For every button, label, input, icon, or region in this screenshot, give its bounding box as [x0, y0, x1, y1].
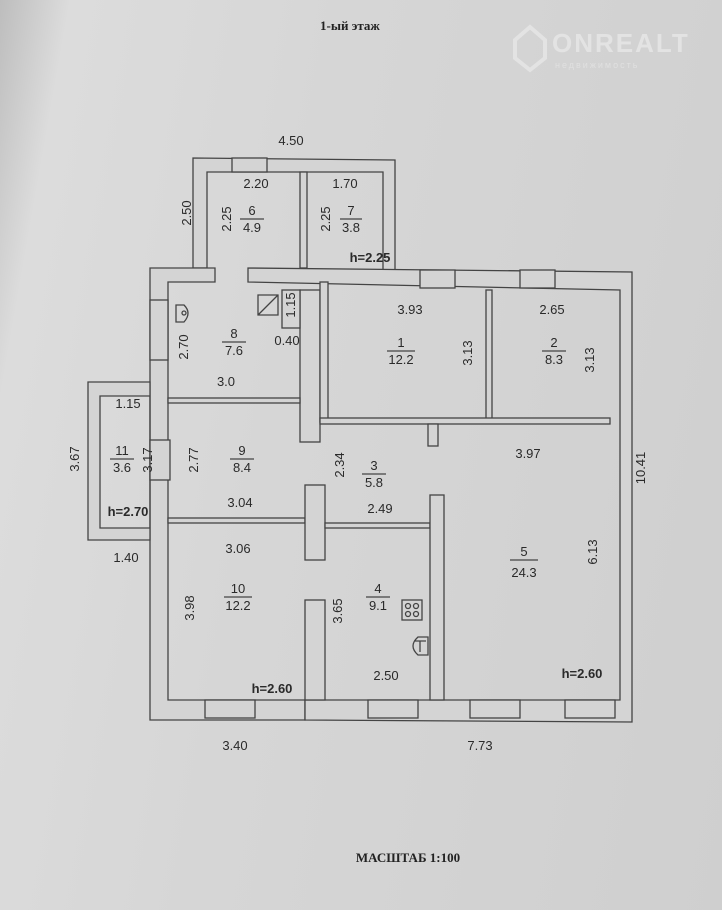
room-1: 112.2	[387, 335, 415, 367]
rooms-7-num: 8	[230, 326, 237, 341]
room-10: 10 12.2	[224, 581, 252, 613]
window	[564, 699, 616, 719]
dimensions-r2_h: 3.13	[582, 347, 597, 372]
dimensions-bottom_left: 3.40	[222, 738, 247, 753]
rooms-0-num: 1	[397, 335, 404, 350]
dimensions-r8_duct_h: 1.15	[283, 292, 298, 317]
window	[469, 699, 521, 719]
rooms-8-num: 9	[238, 443, 245, 458]
rooms-6-num: 7	[347, 203, 354, 218]
room-7: 73.8	[340, 203, 362, 235]
room-8: 87.6	[222, 326, 246, 358]
dimensions-r11_outer_w: 1.40	[113, 550, 138, 565]
watermark-text: ONREALT	[552, 28, 690, 58]
sink-icon	[412, 636, 429, 656]
rooms-9-num: 10	[231, 581, 245, 596]
rooms-10-area: 3.6	[113, 460, 131, 475]
room-11: 113.6	[110, 443, 134, 475]
dimensions-r6_w: 2.20	[243, 176, 268, 191]
window	[367, 699, 419, 719]
dimensions-r10_height: h=2.60	[252, 681, 293, 696]
walls	[87, 157, 633, 723]
watermark-subtitle: недвижимость	[555, 60, 639, 70]
dimensions-top_total: 4.50	[278, 133, 303, 148]
window	[231, 157, 268, 173]
stove-icon	[401, 599, 423, 621]
room-6: 64.9	[240, 203, 264, 235]
room-9: 98.4	[230, 443, 254, 475]
page-title: 1-ый этаж	[320, 18, 380, 33]
dimensions-r9_w: 3.04	[227, 495, 252, 510]
watermark-logo: ONREALT недвижимость	[513, 24, 690, 73]
rooms-2-area: 5.8	[365, 475, 383, 490]
dimensions-r2_w: 2.65	[539, 302, 564, 317]
scale-label: МАСШТАБ 1:100	[356, 850, 460, 865]
dimensions-r5_height: h=2.60	[562, 666, 603, 681]
room-4: 49.1	[366, 581, 390, 613]
dimensions-r8_w: 3.0	[217, 374, 235, 389]
rooms-3-area: 9.1	[369, 598, 387, 613]
dimensions-r7_w: 1.70	[332, 176, 357, 191]
dimensions-r8_duct_w: 0.40	[274, 333, 299, 348]
rooms-8-area: 8.4	[233, 460, 251, 475]
rooms-1-num: 2	[550, 335, 557, 350]
window	[204, 699, 256, 719]
room-labels: 64.9 73.8 87.6 112.2 28.3 113.6 98.4 35.…	[110, 203, 566, 613]
dimensions-r6_h: 2.25	[219, 206, 234, 231]
rooms-1-area: 8.3	[545, 352, 563, 367]
room-3: 35.8	[362, 458, 386, 490]
rooms-4-num: 5	[520, 544, 527, 559]
dimensions-r7_height: h=2.25	[350, 250, 391, 265]
dimensions-r4_h: 3.65	[330, 598, 345, 623]
dimensions-r10_h: 3.98	[182, 595, 197, 620]
dimensions-r3_w: 2.49	[367, 501, 392, 516]
dimensions-r9_h: 2.77	[186, 447, 201, 472]
rooms-7-area: 7.6	[225, 343, 243, 358]
rooms-10-num: 11	[115, 443, 129, 458]
dimensions-r7_h: 2.25	[318, 206, 333, 231]
toilet-icon	[175, 304, 189, 323]
dimensions-r5_w: 3.97	[515, 446, 540, 461]
rooms-6-area: 3.8	[342, 220, 360, 235]
rooms-3-num: 4	[374, 581, 381, 596]
dimensions-r11_w: 1.15	[115, 396, 140, 411]
dimensions-bottom_right: 7.73	[467, 738, 492, 753]
rooms-4-area: 24.3	[511, 565, 536, 580]
rooms-5-num: 6	[248, 203, 255, 218]
room-5: 524.3	[510, 544, 538, 580]
window	[519, 269, 556, 289]
dimensions-r67_outer_h: 2.50	[179, 200, 194, 225]
rooms-5-area: 4.9	[243, 220, 261, 235]
dimensions-r11_height: h=2.70	[108, 504, 149, 519]
house-icon	[513, 24, 547, 73]
dimension-labels: 4.50 2.20 1.70 h=2.25 3.93 2.65 0.40 3.0…	[67, 133, 648, 753]
rooms-9-area: 12.2	[225, 598, 250, 613]
dimensions-r11_h: 3.17	[140, 447, 155, 472]
rooms-2-num: 3	[370, 458, 377, 473]
dimensions-r3_h: 2.34	[332, 452, 347, 477]
dimensions-r5_h: 6.13	[585, 539, 600, 564]
rooms-0-area: 12.2	[388, 352, 413, 367]
dimensions-r10_w: 3.06	[225, 541, 250, 556]
window	[419, 269, 456, 289]
dimensions-r11_outer_h: 3.67	[67, 446, 82, 471]
window	[149, 299, 169, 361]
dimensions-r1_h: 3.13	[460, 340, 475, 365]
dimensions-r1_w: 3.93	[397, 302, 422, 317]
room-2: 28.3	[542, 335, 566, 367]
dimensions-r4_w: 2.50	[373, 668, 398, 683]
dimensions-r8_h: 2.70	[176, 334, 191, 359]
dimensions-right_total: 10.41	[633, 452, 648, 485]
